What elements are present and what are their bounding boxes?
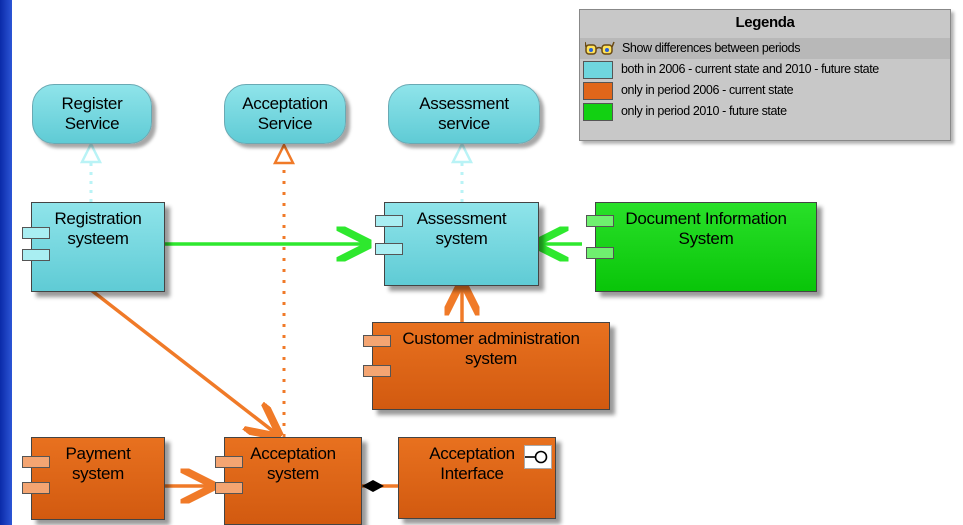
- legend-swatch-orange: [583, 82, 613, 100]
- assessment-system[interactable]: Assessment system: [375, 202, 539, 286]
- customer-administration-system-label: Customer administration system: [402, 329, 580, 368]
- assessment-system-label: Assessment system: [416, 209, 507, 248]
- acceptation-system[interactable]: Acceptation system: [215, 437, 362, 525]
- flow-registration-to-acceptation[interactable]: [89, 288, 278, 435]
- customer-administration-system[interactable]: Customer administration system: [363, 322, 610, 410]
- acceptation-system-label: Acceptation system: [250, 444, 336, 483]
- acceptation-service[interactable]: Acceptation Service: [224, 84, 346, 144]
- payment-system[interactable]: Payment system: [22, 437, 165, 520]
- component-icon: [375, 243, 403, 255]
- interface-lollipop-icon: [524, 445, 552, 469]
- legend-title: Legenda: [735, 14, 795, 31]
- legend-entry-label: only in period 2010 - future state: [621, 104, 787, 118]
- legend-swatch-green: [583, 103, 613, 121]
- component-icon: [375, 215, 403, 227]
- register-service-label: Register Service: [61, 94, 123, 133]
- legend-entry: both in 2006 - current state and 2010 - …: [580, 59, 950, 80]
- realization-arrowhead: [79, 141, 103, 164]
- component-icon: [22, 227, 50, 239]
- realization-arrowhead: [450, 141, 474, 164]
- assessment-service[interactable]: Assessment service: [388, 84, 540, 144]
- component-icon: [22, 249, 50, 261]
- registration-system[interactable]: Registration systeem: [22, 202, 165, 292]
- composition-diamond-icon: [362, 480, 384, 492]
- legend-entry-label: only in period 2006 - current state: [621, 83, 794, 97]
- component-icon: [363, 335, 391, 347]
- register-service[interactable]: Register Service: [32, 84, 152, 144]
- window-edge: [0, 0, 12, 525]
- document-information-system[interactable]: Document Information System: [586, 202, 817, 292]
- payment-system-label: Payment system: [65, 444, 131, 483]
- glasses-icon: [585, 41, 615, 55]
- component-icon: [215, 482, 243, 494]
- legend-swatch-cyan: [583, 61, 613, 79]
- realization-arrowhead: [272, 142, 296, 165]
- legend-show-differences[interactable]: Show differences between periods: [580, 38, 950, 59]
- component-icon: [22, 482, 50, 494]
- document-information-system-label: Document Information System: [625, 209, 787, 248]
- component-icon: [586, 247, 614, 259]
- component-icon: [22, 456, 50, 468]
- legend-entry-label: both in 2006 - current state and 2010 - …: [621, 62, 879, 76]
- component-icon: [215, 456, 243, 468]
- component-icon: [363, 365, 391, 377]
- acceptation-service-label: Acceptation Service: [242, 94, 328, 133]
- legend-entry: only in period 2010 - future state: [580, 101, 950, 122]
- acceptation-interface-label: Acceptation Interface: [429, 444, 515, 483]
- registration-system-label: Registration systeem: [54, 209, 142, 248]
- legend-show-differences-label: Show differences between periods: [622, 41, 801, 55]
- legend-entry: only in period 2006 - current state: [580, 80, 950, 101]
- legend: Legenda Show differences between periods…: [579, 9, 951, 141]
- component-icon: [586, 215, 614, 227]
- assessment-service-label: Assessment service: [419, 94, 509, 133]
